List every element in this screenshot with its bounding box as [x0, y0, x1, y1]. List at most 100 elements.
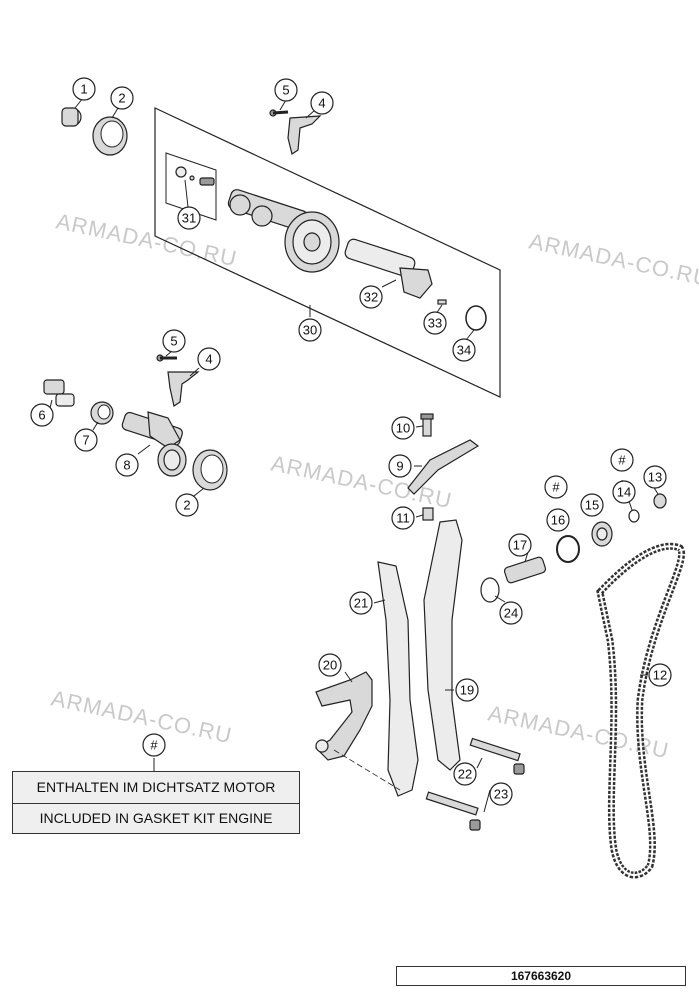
svg-text:1: 1 — [80, 82, 87, 97]
watermark-2: ARMADA-CO.RU — [527, 228, 699, 291]
svg-text:#: # — [552, 480, 560, 495]
svg-text:9: 9 — [396, 459, 403, 474]
screw-part-5-mid — [156, 354, 177, 362]
svg-text:31: 31 — [182, 211, 196, 226]
callout-4: 4 — [310, 91, 334, 115]
svg-text:#: # — [618, 453, 626, 468]
callout-22: 22 — [453, 762, 477, 786]
callout-13: 13 — [643, 465, 667, 489]
callout-11: 11 — [391, 506, 415, 530]
pin-part-33 — [437, 299, 447, 305]
svg-text:17: 17 — [513, 538, 527, 553]
circlip-part-34 — [465, 305, 487, 331]
svg-text:21: 21 — [354, 596, 368, 611]
callout-5: 5 — [274, 78, 298, 102]
svg-text:4: 4 — [205, 352, 212, 367]
callout-7: 7 — [74, 428, 98, 452]
svg-text:32: 32 — [364, 290, 378, 305]
callout-hash-14: # — [610, 448, 634, 472]
svg-text:7: 7 — [82, 433, 89, 448]
svg-text:30: 30 — [303, 323, 317, 338]
svg-text:12: 12 — [653, 668, 667, 683]
svg-text:#: # — [150, 738, 158, 753]
decompressor-spring-part-31 — [175, 166, 215, 186]
callout-hash-gasket: # — [142, 733, 166, 757]
screw-part-5-top — [269, 109, 289, 117]
svg-text:20: 20 — [323, 658, 337, 673]
assembly-line — [333, 749, 401, 791]
svg-text:4: 4 — [318, 96, 325, 111]
document-number: 167663620 — [396, 966, 686, 986]
callout-1: 1 — [72, 77, 96, 101]
svg-text:14: 14 — [617, 485, 631, 500]
svg-text:13: 13 — [648, 470, 662, 485]
ring-part-2-bottom — [192, 449, 228, 491]
callout-32: 32 — [359, 285, 383, 309]
svg-text:19: 19 — [460, 683, 474, 698]
guide-part-9 — [407, 439, 480, 495]
tensioner-part-17 — [503, 556, 547, 584]
svg-text:16: 16 — [551, 513, 565, 528]
callout-hash-16: # — [544, 475, 568, 499]
sensor-part-6 — [43, 379, 75, 407]
camshaft-part-8 — [121, 411, 187, 477]
bearing-part-7 — [90, 401, 114, 425]
callout-23: 23 — [489, 782, 513, 806]
lever-part-4-mid — [167, 371, 200, 407]
callout-8: 8 — [115, 453, 139, 477]
bracket-part-20 — [315, 671, 373, 761]
ring-part-2-top — [92, 116, 128, 156]
callout-16: 16 — [546, 508, 570, 532]
callout-2: 2 — [110, 86, 134, 110]
o-ring-part-14 — [628, 509, 640, 523]
svg-text:33: 33 — [428, 316, 442, 331]
svg-text:10: 10 — [396, 421, 410, 436]
bearing-part-1 — [61, 107, 82, 127]
callout-15: 15 — [580, 493, 604, 517]
gasket-note-german: ENTHALTEN IM DICHTSATZ MOTOR — [13, 772, 299, 804]
svg-text:11: 11 — [396, 511, 410, 526]
svg-text:15: 15 — [585, 498, 599, 513]
gasket-kit-note: ENTHALTEN IM DICHTSATZ MOTOR INCLUDED IN… — [12, 771, 300, 834]
guide-rail-part-19 — [423, 519, 463, 771]
callout-19: 19 — [455, 678, 479, 702]
plug-part-13 — [653, 493, 667, 509]
svg-text:23: 23 — [494, 787, 508, 802]
bolt-part-23 — [425, 791, 481, 831]
callout-20: 20 — [318, 653, 342, 677]
callout-14: 14 — [612, 480, 636, 504]
o-ring-part-24 — [480, 577, 500, 603]
callout-24: 24 — [499, 601, 523, 625]
decompressor-shaft-part-32 — [344, 238, 433, 299]
callout-6: 6 — [30, 403, 54, 427]
timing-chain-inner — [598, 545, 683, 876]
camshaft-kit-frame — [154, 107, 501, 398]
decompressor-subframe — [165, 152, 217, 221]
bracket-bolt-hole — [315, 739, 329, 753]
callout-34: 34 — [452, 338, 476, 362]
callout-10: 10 — [391, 416, 415, 440]
callout-5-mid: 5 — [162, 329, 186, 353]
callout-30: 30 — [298, 318, 322, 342]
seal-ring-part-16 — [556, 535, 580, 563]
svg-text:34: 34 — [457, 343, 471, 358]
callout-17: 17 — [508, 533, 532, 557]
bolt-part-22 — [469, 737, 525, 775]
svg-text:5: 5 — [282, 83, 289, 98]
svg-text:8: 8 — [123, 458, 130, 473]
sleeve-part-11 — [422, 507, 434, 521]
svg-text:24: 24 — [504, 606, 518, 621]
lever-part-4-top — [287, 115, 322, 155]
svg-text:2: 2 — [118, 91, 125, 106]
svg-text:2: 2 — [183, 498, 190, 513]
callout-12: 12 — [648, 663, 672, 687]
callout-21: 21 — [349, 591, 373, 615]
camshaft — [227, 189, 340, 273]
tensioning-rail-part-21 — [377, 561, 419, 797]
svg-text:5: 5 — [170, 334, 177, 349]
svg-text:6: 6 — [38, 408, 45, 423]
callout-33: 33 — [423, 311, 447, 335]
watermark-4: ARMADA-CO.RU — [49, 685, 235, 748]
callout-2-bottom: 2 — [175, 493, 199, 517]
